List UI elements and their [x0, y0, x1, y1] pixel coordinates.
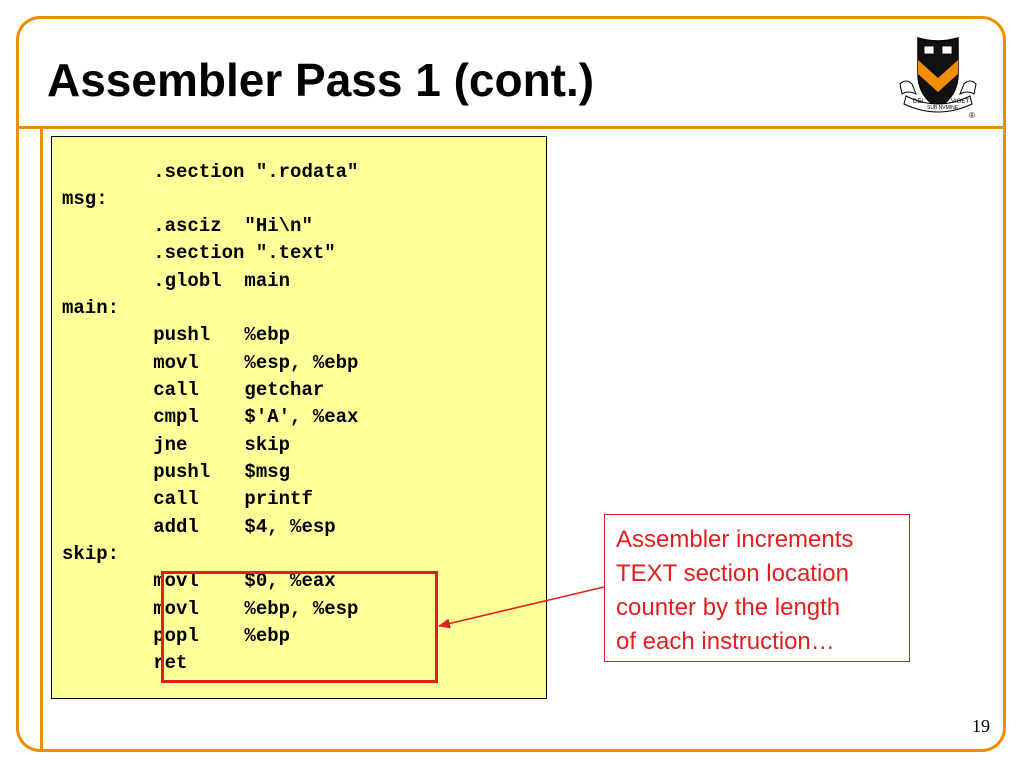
code-line: movl %ebp, %esp	[62, 598, 359, 620]
code-line: movl %esp, %ebp	[62, 352, 359, 374]
code-line: msg:	[62, 188, 108, 210]
callout-line: counter by the length	[616, 594, 841, 621]
code-line: main:	[62, 297, 120, 319]
callout-line: TEXT section location	[616, 560, 850, 587]
princeton-shield-icon: DEI SUB NVMINE VIGET ®	[899, 36, 977, 120]
logo-registered-mark: ®	[969, 111, 975, 120]
title-frame	[16, 16, 1006, 129]
code-listing: .section ".rodata" msg: .asciz "Hi\n" .s…	[51, 136, 547, 699]
code-line: skip:	[62, 543, 120, 565]
code-line: pushl %ebp	[62, 324, 291, 346]
logo-motto-center: SUB NVMINE	[927, 105, 959, 111]
callout-line: Assembler increments	[616, 526, 854, 553]
code-line: call printf	[62, 488, 313, 510]
title-divider	[16, 126, 1006, 129]
logo-motto-left: DEI	[913, 99, 923, 105]
code-line: jne skip	[62, 434, 291, 456]
code-line: popl %ebp	[62, 625, 291, 647]
code-line: .section ".text"	[62, 242, 336, 264]
content-frame	[16, 126, 1006, 752]
logo-motto-right: VIGET	[951, 99, 969, 105]
page-number: 19	[972, 716, 990, 736]
highlight-box	[161, 571, 438, 683]
left-divider	[40, 126, 43, 752]
code-line: pushl $msg	[62, 461, 291, 483]
code-line: movl $0, %eax	[62, 570, 336, 592]
callout-line: of each instruction…	[616, 628, 835, 655]
code-line: addl $4, %esp	[62, 516, 336, 538]
code-line: cmpl $'A', %eax	[62, 406, 359, 428]
code-line: .asciz "Hi\n"	[62, 215, 313, 237]
code-line: .globl main	[62, 270, 291, 292]
code-line: .section ".rodata"	[62, 161, 359, 183]
slide-title: Assembler Pass 1 (cont.)	[47, 54, 595, 106]
callout-box: Assembler increments TEXT section locati…	[604, 514, 910, 662]
code-line: call getchar	[62, 379, 325, 401]
